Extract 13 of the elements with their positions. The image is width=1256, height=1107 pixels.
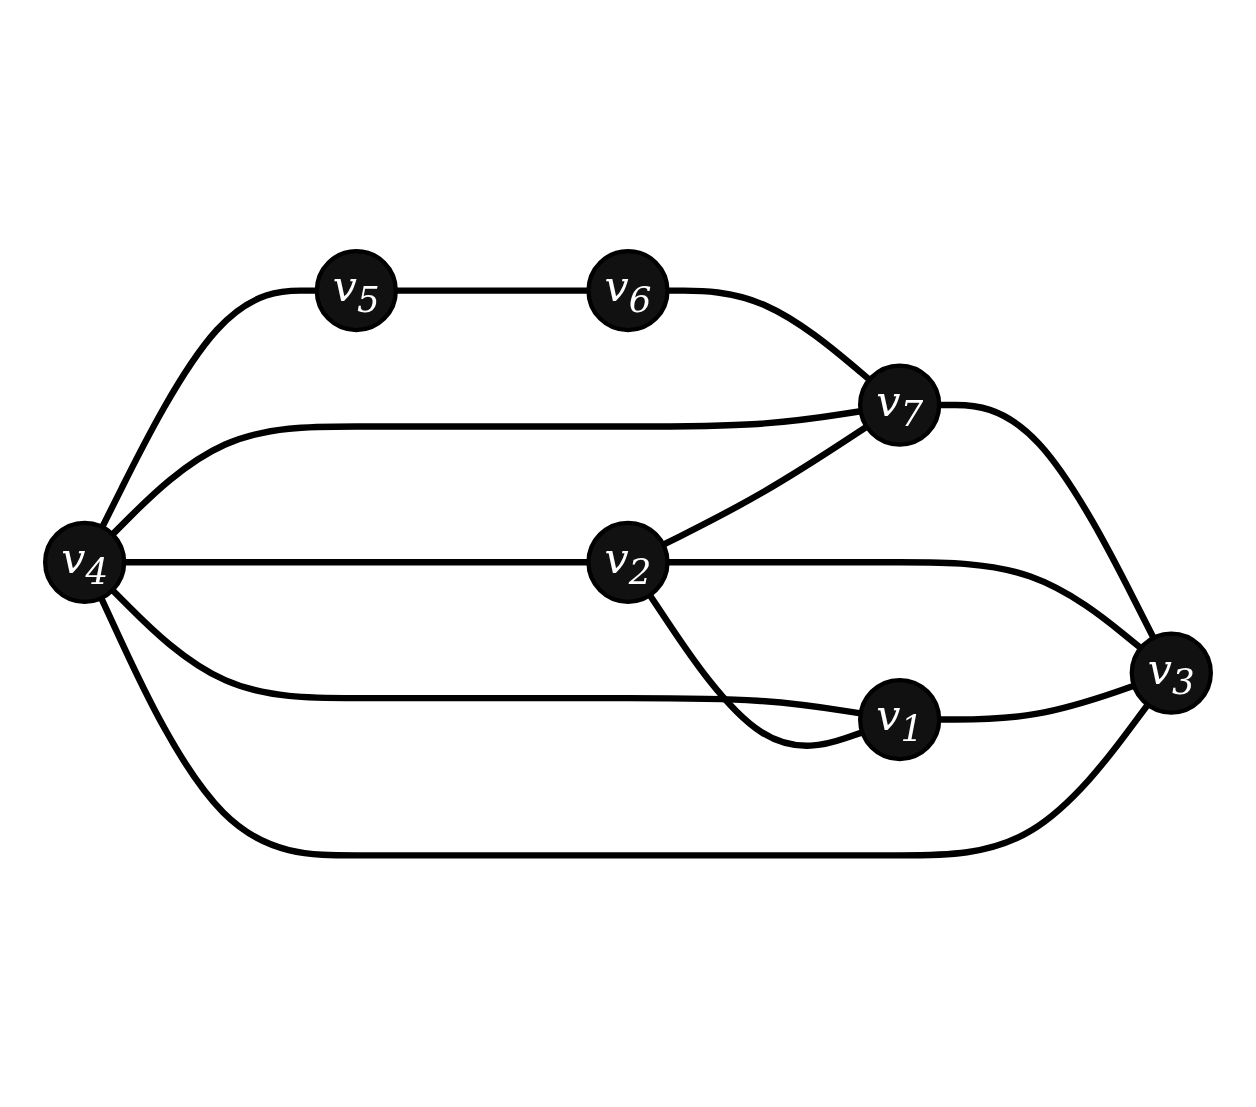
- node-circle: v$_{2}$: [586, 520, 670, 605]
- node-circle: v$_{4}$: [43, 520, 127, 605]
- connector: [395, 287, 589, 295]
- node-circle: v$_{7}$: [858, 363, 942, 447]
- node-circle: v$_{6}$: [586, 249, 670, 333]
- node-circle: v$_{1}$: [858, 678, 942, 762]
- node-circle: v$_{3}$: [1129, 631, 1213, 715]
- node-circle: v$_{5}$: [314, 249, 398, 333]
- connector: [98, 597, 1151, 859]
- connector: [939, 683, 1135, 723]
- connector: [661, 424, 869, 548]
- connector: [99, 287, 317, 529]
- connector: [667, 287, 872, 383]
